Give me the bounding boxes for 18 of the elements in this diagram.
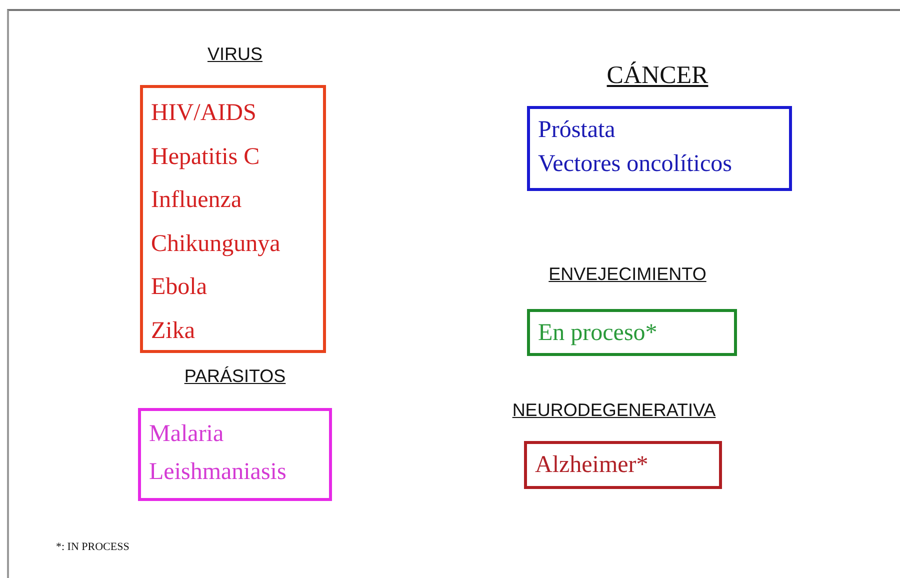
list-item: Chikungunya [151,230,282,258]
category-heading: ENVEJECIMIENTO [548,264,706,285]
list-item: Leishmaniasis [149,458,288,487]
list-item: Alzheimer* [535,451,650,480]
list-item: Hepatitis C [151,142,261,172]
category-heading: VIRUS [207,44,262,65]
category-heading: CÁNCER [606,62,708,90]
category-heading: NEURODEGENERATIVA [512,400,716,421]
list-item: Influenza [151,186,243,215]
list-item: Próstata [538,116,616,145]
list-item: Zika [151,316,196,346]
footnote: *: IN PROCESS [56,541,130,553]
list-item: Vectores oncolíticos [538,150,733,179]
list-item: En proceso* [538,319,658,348]
category-heading: PARÁSITOS [184,366,286,387]
list-item: Ebola [151,273,208,302]
list-item: Malaria [149,420,225,449]
list-item: HIV/AIDS [151,99,258,128]
